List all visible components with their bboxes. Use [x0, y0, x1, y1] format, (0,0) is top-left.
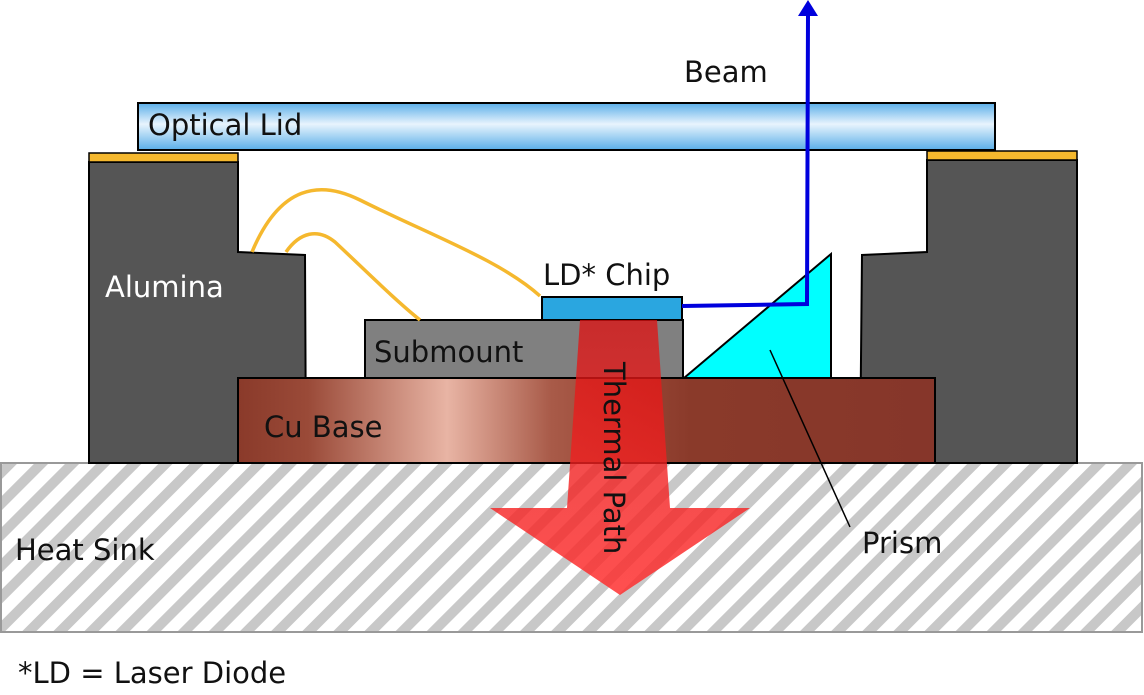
optical-lid-label: Optical Lid	[148, 108, 302, 142]
prism-leader-line	[769, 349, 851, 528]
gold-pad-right	[926, 150, 1078, 161]
prism	[681, 251, 832, 379]
thermal-path-label: Thermal Path	[597, 361, 631, 554]
beam-label: Beam	[684, 55, 768, 89]
bond-wire-2	[284, 232, 422, 322]
laser-beam	[681, 13, 810, 308]
optical-lid	[137, 102, 996, 151]
footnote: *LD = Laser Diode	[18, 656, 286, 690]
bond-wire-1	[250, 187, 542, 298]
alumina-label: Alumina	[105, 270, 224, 304]
thermal-path-arrow	[490, 320, 750, 595]
gold-pad-left	[88, 152, 239, 163]
heat-sink-label: Heat Sink	[15, 533, 155, 567]
prism-label: Prism	[862, 526, 942, 560]
ld-chip-label: LD* Chip	[543, 258, 670, 292]
submount-label: Submount	[374, 335, 523, 369]
cu-base-label: Cu Base	[264, 410, 382, 444]
beam-arrowhead-icon	[798, 0, 818, 16]
ld-chip	[541, 296, 683, 321]
